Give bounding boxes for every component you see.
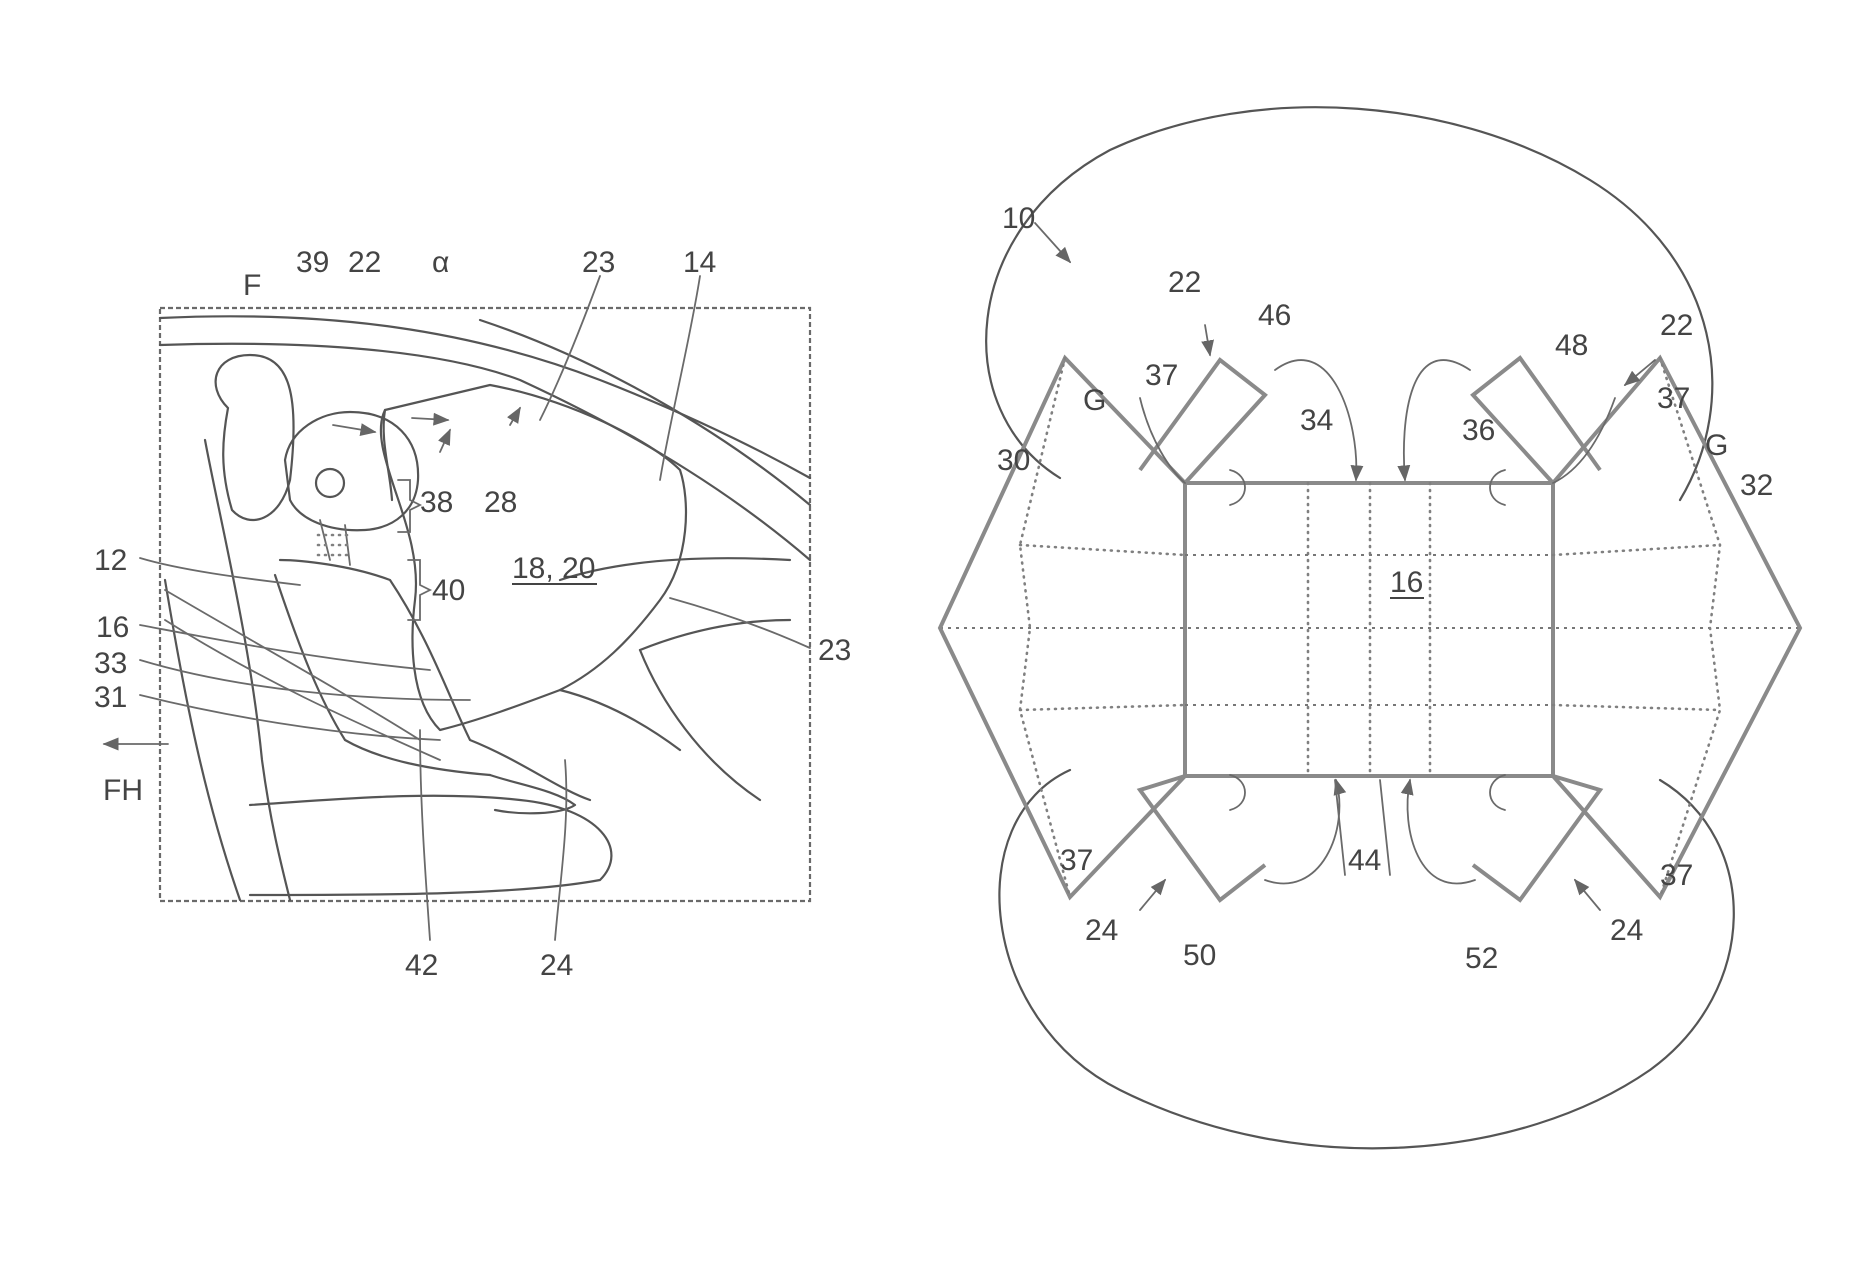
ear-icon [316, 469, 344, 497]
label-14: 14 [683, 246, 716, 279]
occupant-head [285, 412, 418, 530]
label-33: 33 [94, 647, 127, 680]
side-view-figure: F 39 22 α 23 14 38 28 40 18, 20 12 16 33… [94, 246, 851, 982]
arrow-24-right [1575, 880, 1600, 910]
label-50: 50 [1183, 939, 1216, 972]
arrow-28 [510, 408, 520, 425]
label-40: 40 [432, 574, 465, 607]
headrest [216, 355, 294, 520]
a-pillar-line [480, 320, 810, 505]
arrow-10 [1035, 223, 1070, 262]
tab-52 [1473, 776, 1600, 900]
label-23-right: 23 [818, 634, 851, 667]
label-22: 22 [348, 246, 381, 279]
label-22-right: 22 [1660, 309, 1693, 342]
label-30: 30 [997, 444, 1030, 477]
label-12: 12 [94, 544, 127, 577]
label-F: F [243, 269, 261, 302]
label-24-left: 24 [1085, 914, 1118, 947]
fold-arrow-50 [1265, 780, 1339, 884]
hinge-arrow-bottom-right [1490, 775, 1505, 810]
label-18-20: 18, 20 [512, 552, 595, 585]
label-16-right: 16 [1390, 566, 1423, 599]
label-22-left: 22 [1168, 266, 1201, 299]
label-16: 16 [96, 611, 129, 644]
angle-arrow-alpha [412, 418, 448, 420]
fold-arrow-52 [1408, 780, 1475, 884]
label-23-top: 23 [582, 246, 615, 279]
seat-belt-lower [165, 620, 440, 760]
label-24: 24 [540, 949, 573, 982]
label-39: 39 [296, 246, 329, 279]
hinge-arrow-top-left [1230, 470, 1245, 505]
arrow-22-left [1205, 325, 1210, 355]
label-42: 42 [405, 949, 438, 982]
label-37-bottom-right: 37 [1660, 859, 1693, 892]
label-31: 31 [94, 681, 127, 714]
label-52: 52 [1465, 942, 1498, 975]
label-32: 32 [1740, 469, 1773, 502]
label-G-left: G [1083, 384, 1106, 417]
figure-frame [160, 308, 810, 901]
label-48: 48 [1555, 329, 1588, 362]
fold-arrow-48 [1404, 360, 1470, 480]
label-36: 36 [1462, 414, 1495, 447]
leader-31 [140, 695, 440, 740]
hinge-arrow-bottom-left [1230, 775, 1245, 810]
label-46: 46 [1258, 299, 1291, 332]
console [560, 690, 680, 750]
label-alpha: α [432, 246, 449, 279]
arrow-39 [333, 425, 375, 432]
label-24-right: 24 [1610, 914, 1643, 947]
brace-40 [408, 560, 430, 620]
roof-line [160, 316, 810, 478]
label-G-right: G [1705, 429, 1728, 462]
label-37-top-left: 37 [1145, 359, 1178, 392]
leader-23-top [540, 276, 600, 420]
tab-50 [1140, 776, 1265, 900]
neck [320, 520, 350, 565]
instrument-panel [640, 650, 760, 800]
windshield-line [160, 344, 810, 560]
outer-outline-bottom [999, 770, 1733, 1148]
label-FH: FH [103, 774, 143, 807]
label-34: 34 [1300, 404, 1333, 437]
label-37-bottom-left: 37 [1060, 844, 1093, 877]
leader-42 [420, 730, 430, 940]
arrow-24-left [1140, 880, 1165, 910]
leader-14 [660, 276, 700, 480]
label-28: 28 [484, 486, 517, 519]
label-37-top-right: 37 [1657, 382, 1690, 415]
label-10: 10 [1002, 202, 1035, 235]
center-fold-lines [940, 483, 1800, 776]
label-44: 44 [1348, 844, 1381, 877]
unfolded-airbag-figure: 10 22 46 22 48 37 37 G G 34 36 30 32 16 … [940, 107, 1800, 1148]
outer-outline-top [986, 107, 1712, 500]
label-38: 38 [420, 486, 453, 519]
hinge-arrow-top-right [1490, 470, 1505, 505]
angle-arrow-alpha-2 [440, 430, 450, 452]
